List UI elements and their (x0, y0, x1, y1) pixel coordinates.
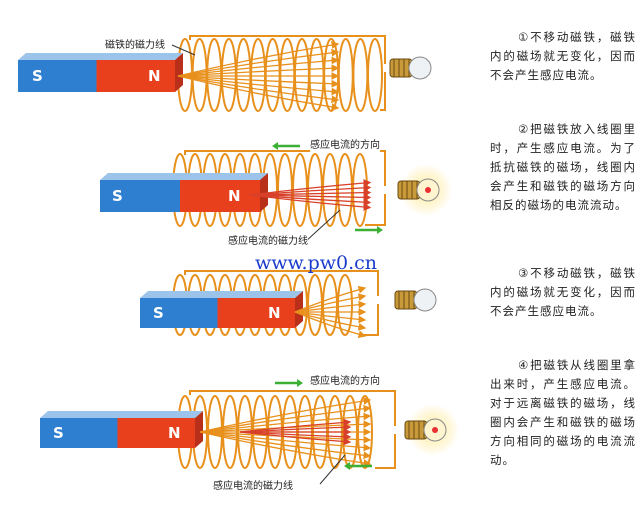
field-line-3 (294, 285, 367, 313)
magnet-north-pole-1 (96, 60, 175, 92)
induced-field-lines-label-2: 感应电流的磁力线 (228, 236, 308, 248)
magnet-south-2: S (112, 187, 123, 205)
magnet-top-2 (100, 173, 268, 180)
wire-2 (184, 150, 386, 226)
bulb-filament-2 (425, 187, 431, 193)
leader-line-2 (304, 209, 341, 243)
field-line-3 (294, 311, 367, 339)
coil-loop-1 (367, 38, 383, 112)
magnet-south-pole-3 (140, 298, 218, 328)
field-line-3 (294, 300, 367, 313)
wire-4 (189, 390, 396, 469)
current-direction-arrowhead-2 (377, 226, 383, 234)
description-1: ①不移动磁铁，磁铁内的磁场就无变化，因而不会产生感应电流。 (490, 30, 636, 82)
coil-loop-1 (220, 38, 237, 112)
magnet-side-4 (195, 411, 203, 448)
bulb-glass-1 (408, 56, 432, 80)
coil-loop-2 (337, 153, 353, 227)
coil-loop-1 (337, 38, 354, 112)
wire-1 (189, 35, 386, 111)
magnet-north-pole-3 (217, 298, 295, 328)
field-line-1 (177, 75, 340, 111)
magnet-side-3 (295, 291, 303, 328)
description-3: ③不移动磁铁，磁铁内的磁场就无变化，因而不会产生感应电流。 (490, 266, 636, 318)
coil-loop-1 (235, 38, 252, 112)
leader-line-4 (319, 454, 346, 485)
leader-line-1 (171, 44, 196, 56)
induced-current-direction-label-2: 感应电流的方向 (310, 140, 380, 152)
bulb-glass-3 (413, 288, 437, 312)
field-line-3 (294, 311, 367, 331)
magnet-north-pole-4 (117, 418, 195, 448)
magnet-top-4 (40, 411, 203, 418)
magnet-north-3: N (268, 304, 281, 322)
induced-current-direction-label-4: 感应电流的方向 (310, 376, 380, 388)
field-line-4 (199, 412, 372, 433)
magnet-south-1: S (32, 67, 43, 85)
field-line-1 (177, 75, 340, 88)
magnet-north-4: N (168, 424, 181, 442)
magnet-top-1 (18, 53, 183, 60)
magnet-south-pole-4 (40, 418, 118, 448)
field-line-4 (239, 431, 352, 446)
magnet-top-3 (140, 291, 303, 298)
field-line-4 (199, 404, 372, 433)
bulb-filament-4 (432, 427, 438, 433)
field-line-3 (294, 293, 367, 313)
coil-loop-1 (250, 38, 267, 112)
field-line-2 (249, 194, 372, 211)
coil-loop-1 (264, 38, 281, 112)
coil-loop-1 (352, 38, 369, 112)
coil-loop-1 (206, 38, 223, 112)
magnet-north-pole-2 (180, 180, 260, 212)
description-2: ②把磁铁放入线圈里时，产生感应电流。为了抵抗磁铁的磁场，线圈内会产生和磁铁的磁场… (490, 122, 636, 212)
watermark: www.pw0.cn (255, 252, 378, 274)
field-line-4 (199, 431, 372, 460)
magnet-north-2: N (228, 187, 241, 205)
field-line-1 (177, 56, 340, 77)
induced-field-lines-label-4: 感应电流的磁力线 (213, 481, 293, 493)
field-line-1 (177, 41, 340, 77)
magnet-south-3: S (153, 304, 164, 322)
current-direction-arrowhead-4 (297, 379, 303, 387)
field-line-4 (199, 431, 372, 452)
field-line-3 (294, 311, 367, 324)
field-line-1 (177, 48, 340, 77)
field-line-4 (199, 431, 372, 467)
coil-loop-1 (308, 38, 325, 112)
magnet-side-1 (175, 53, 183, 92)
magnet-south-4: S (53, 424, 64, 442)
field-line-4 (199, 397, 372, 433)
current-direction-arrowhead-4 (344, 462, 350, 470)
coil-loop-2 (352, 153, 368, 227)
current-direction-arrowhead-2 (272, 142, 278, 150)
description-4: ④把磁铁从线圈里拿出来时，产生感应电流。对于远离磁铁的磁场，线圈内会产生和磁铁的… (490, 358, 636, 467)
magnet-field-lines-label: 磁铁的磁力线 (105, 40, 165, 52)
field-line-1 (177, 75, 340, 96)
magnet-south-pole-2 (100, 180, 180, 212)
magnet-south-pole-1 (18, 60, 97, 92)
magnet-north-1: N (148, 67, 161, 85)
field-line-2 (249, 183, 372, 196)
field-line-1 (177, 64, 340, 77)
field-line-1 (177, 75, 340, 104)
magnet-side-2 (260, 173, 268, 212)
